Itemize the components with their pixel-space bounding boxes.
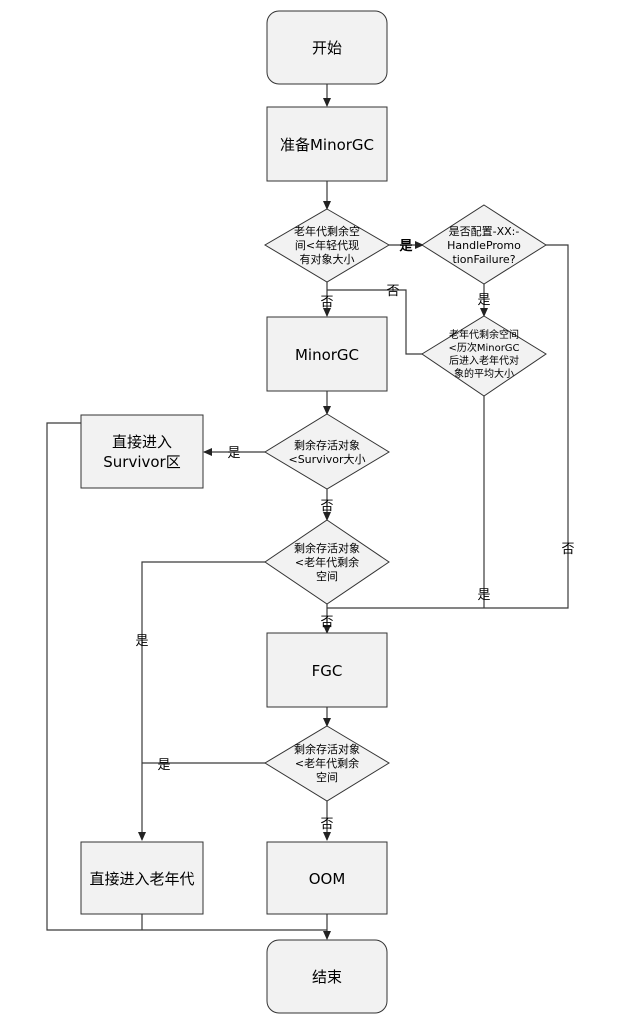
- old-space-decision: [264, 208, 390, 283]
- handle-promotion-decision: [421, 204, 547, 285]
- minorgc-process: [266, 316, 388, 392]
- edge-remain1-yes: [138, 561, 265, 841]
- survivor-no-label: 否: [320, 499, 333, 514]
- survivor-decision: [264, 413, 390, 490]
- remain1-label-line3: 空间: [316, 569, 338, 583]
- avg-label-line4: 象的平均大小: [454, 367, 514, 380]
- minorgc-label: MinorGC: [295, 346, 359, 364]
- remain1-yes-label: 是: [135, 634, 148, 649]
- avg-label-line2: <历次MinorGC: [448, 341, 519, 354]
- remain2-yes-label: 是: [157, 758, 170, 773]
- handle-no-label: 否: [561, 542, 574, 557]
- prepare-process: [266, 106, 388, 182]
- old-space-label-line2: 间<年轻代现: [295, 238, 359, 252]
- to-survivor-label-line2: Survivor区: [103, 453, 180, 471]
- end-terminal: [266, 939, 388, 1014]
- node-labels: 开始 准备MinorGC 老年代剩余空 间<年轻代现 有对象大小 是否配置-XX…: [89, 39, 521, 986]
- start-label: 开始: [312, 39, 342, 57]
- end-label: 结束: [312, 968, 342, 986]
- old-remain-decision-2: [264, 725, 390, 802]
- remain2-label-line3: 空间: [316, 770, 338, 784]
- remain1-no-label: 否: [320, 615, 333, 630]
- to-old-label: 直接进入老年代: [89, 870, 194, 888]
- fgc-label: FGC: [312, 662, 343, 680]
- fgc-process: [266, 632, 388, 708]
- remain2-label-line2: <老年代剩余: [295, 756, 359, 770]
- remain2-no-label: 否: [320, 817, 333, 832]
- old-remain-decision-1: [264, 519, 390, 605]
- oom-process: [266, 841, 388, 915]
- remain2-label-line1: 剩余存活对象: [294, 742, 360, 756]
- to-survivor-process: [80, 414, 204, 489]
- avg-yes-label: 是: [477, 588, 490, 603]
- handle-label-line3: tionFailure?: [452, 253, 515, 266]
- remain1-label-line1: 剩余存活对象: [294, 541, 360, 555]
- to-survivor-label-line1: 直接进入: [112, 433, 172, 451]
- old-space-label-line1: 老年代剩余空: [294, 224, 360, 238]
- start-terminal: [266, 10, 388, 85]
- edge-labels: 是 否 是 否 否 是 是 否 是 否 是 否: [135, 239, 574, 832]
- edge-avg-no: [327, 289, 423, 355]
- remain1-label-line2: <老年代剩余: [295, 555, 359, 569]
- edge-survivor-end: [46, 422, 327, 931]
- old-space-yes-label: 是: [398, 239, 413, 254]
- handle-yes-label: 是: [477, 293, 490, 308]
- to-old-gen-process: [80, 841, 204, 915]
- old-space-label-line3: 有对象大小: [300, 252, 355, 266]
- handle-label-line1: 是否配置-XX:-: [449, 225, 520, 238]
- shapes: [80, 10, 547, 1014]
- avg-no-label: 否: [386, 284, 399, 299]
- survivor-label-line1: 剩余存活对象: [294, 438, 360, 452]
- avg-label-line3: 后进入老年代对: [449, 354, 519, 367]
- prepare-label: 准备MinorGC: [280, 136, 374, 154]
- handle-label-line2: HandlePromo: [447, 239, 521, 252]
- old-space-no-label: 否: [320, 295, 333, 310]
- connectors: [46, 84, 569, 940]
- edge-handle-no: [327, 244, 569, 609]
- survivor-yes-label: 是: [227, 446, 240, 461]
- survivor-label-line2: <Survivor大小: [288, 452, 365, 466]
- avg-label-line1: 老年代剩余空间: [449, 328, 519, 341]
- oom-label: OOM: [309, 870, 346, 888]
- average-size-decision: [421, 315, 547, 397]
